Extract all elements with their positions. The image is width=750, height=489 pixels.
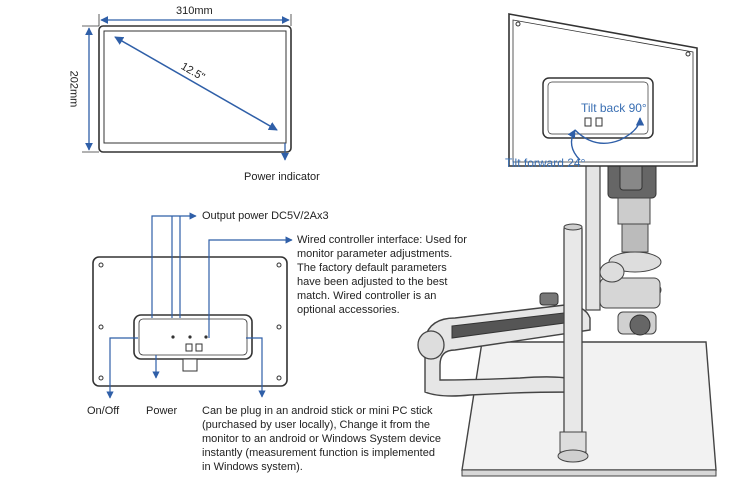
on-off-label: On/Off — [87, 405, 120, 417]
height-label: 202mm — [67, 70, 80, 108]
wired-controller-line: match. Wired controller is an — [297, 290, 437, 302]
front-view-monitor — [82, 14, 292, 161]
android-stick-text: Can be plug in an android stick or mini … — [202, 404, 441, 474]
wired-controller-line: have been adjusted to the best — [297, 276, 448, 288]
output-power-label: Output power DC5V/2Ax3 — [202, 210, 329, 222]
back-view-monitor — [92, 212, 293, 399]
wired-controller-line: monitor parameter adjustments. — [297, 248, 453, 260]
wired-controller-line: optional accessories. — [297, 304, 400, 316]
diagonal-arrow — [114, 36, 278, 131]
power-indicator-label: Power indicator — [244, 171, 320, 183]
tilt-back-arrow — [574, 117, 645, 144]
android-stick-line: (purchased by user locally), Change it f… — [202, 419, 431, 431]
wired-controller-line: The factory default parameters — [297, 262, 447, 274]
wired-controller-line: Wired controller interface: Used for — [297, 234, 467, 246]
stand-view-illustration — [417, 13, 717, 477]
power-label: Power — [146, 405, 178, 417]
tilt-forward-arrow — [567, 129, 581, 161]
wired-controller-text: Wired controller interface: Used for mon… — [297, 233, 467, 317]
tilt-forward-label: Tilt forward 24° — [505, 156, 586, 170]
android-stick-line: monitor to an android or Windows System … — [202, 433, 442, 445]
width-label: 310mm — [176, 5, 213, 17]
tilt-back-label: Tilt back 90° — [581, 101, 647, 115]
android-stick-line: in Windows system). — [202, 461, 303, 473]
android-stick-line: Can be plug in an android stick or mini … — [202, 405, 433, 417]
android-stick-line: instantly (measurement function is imple… — [202, 447, 435, 459]
